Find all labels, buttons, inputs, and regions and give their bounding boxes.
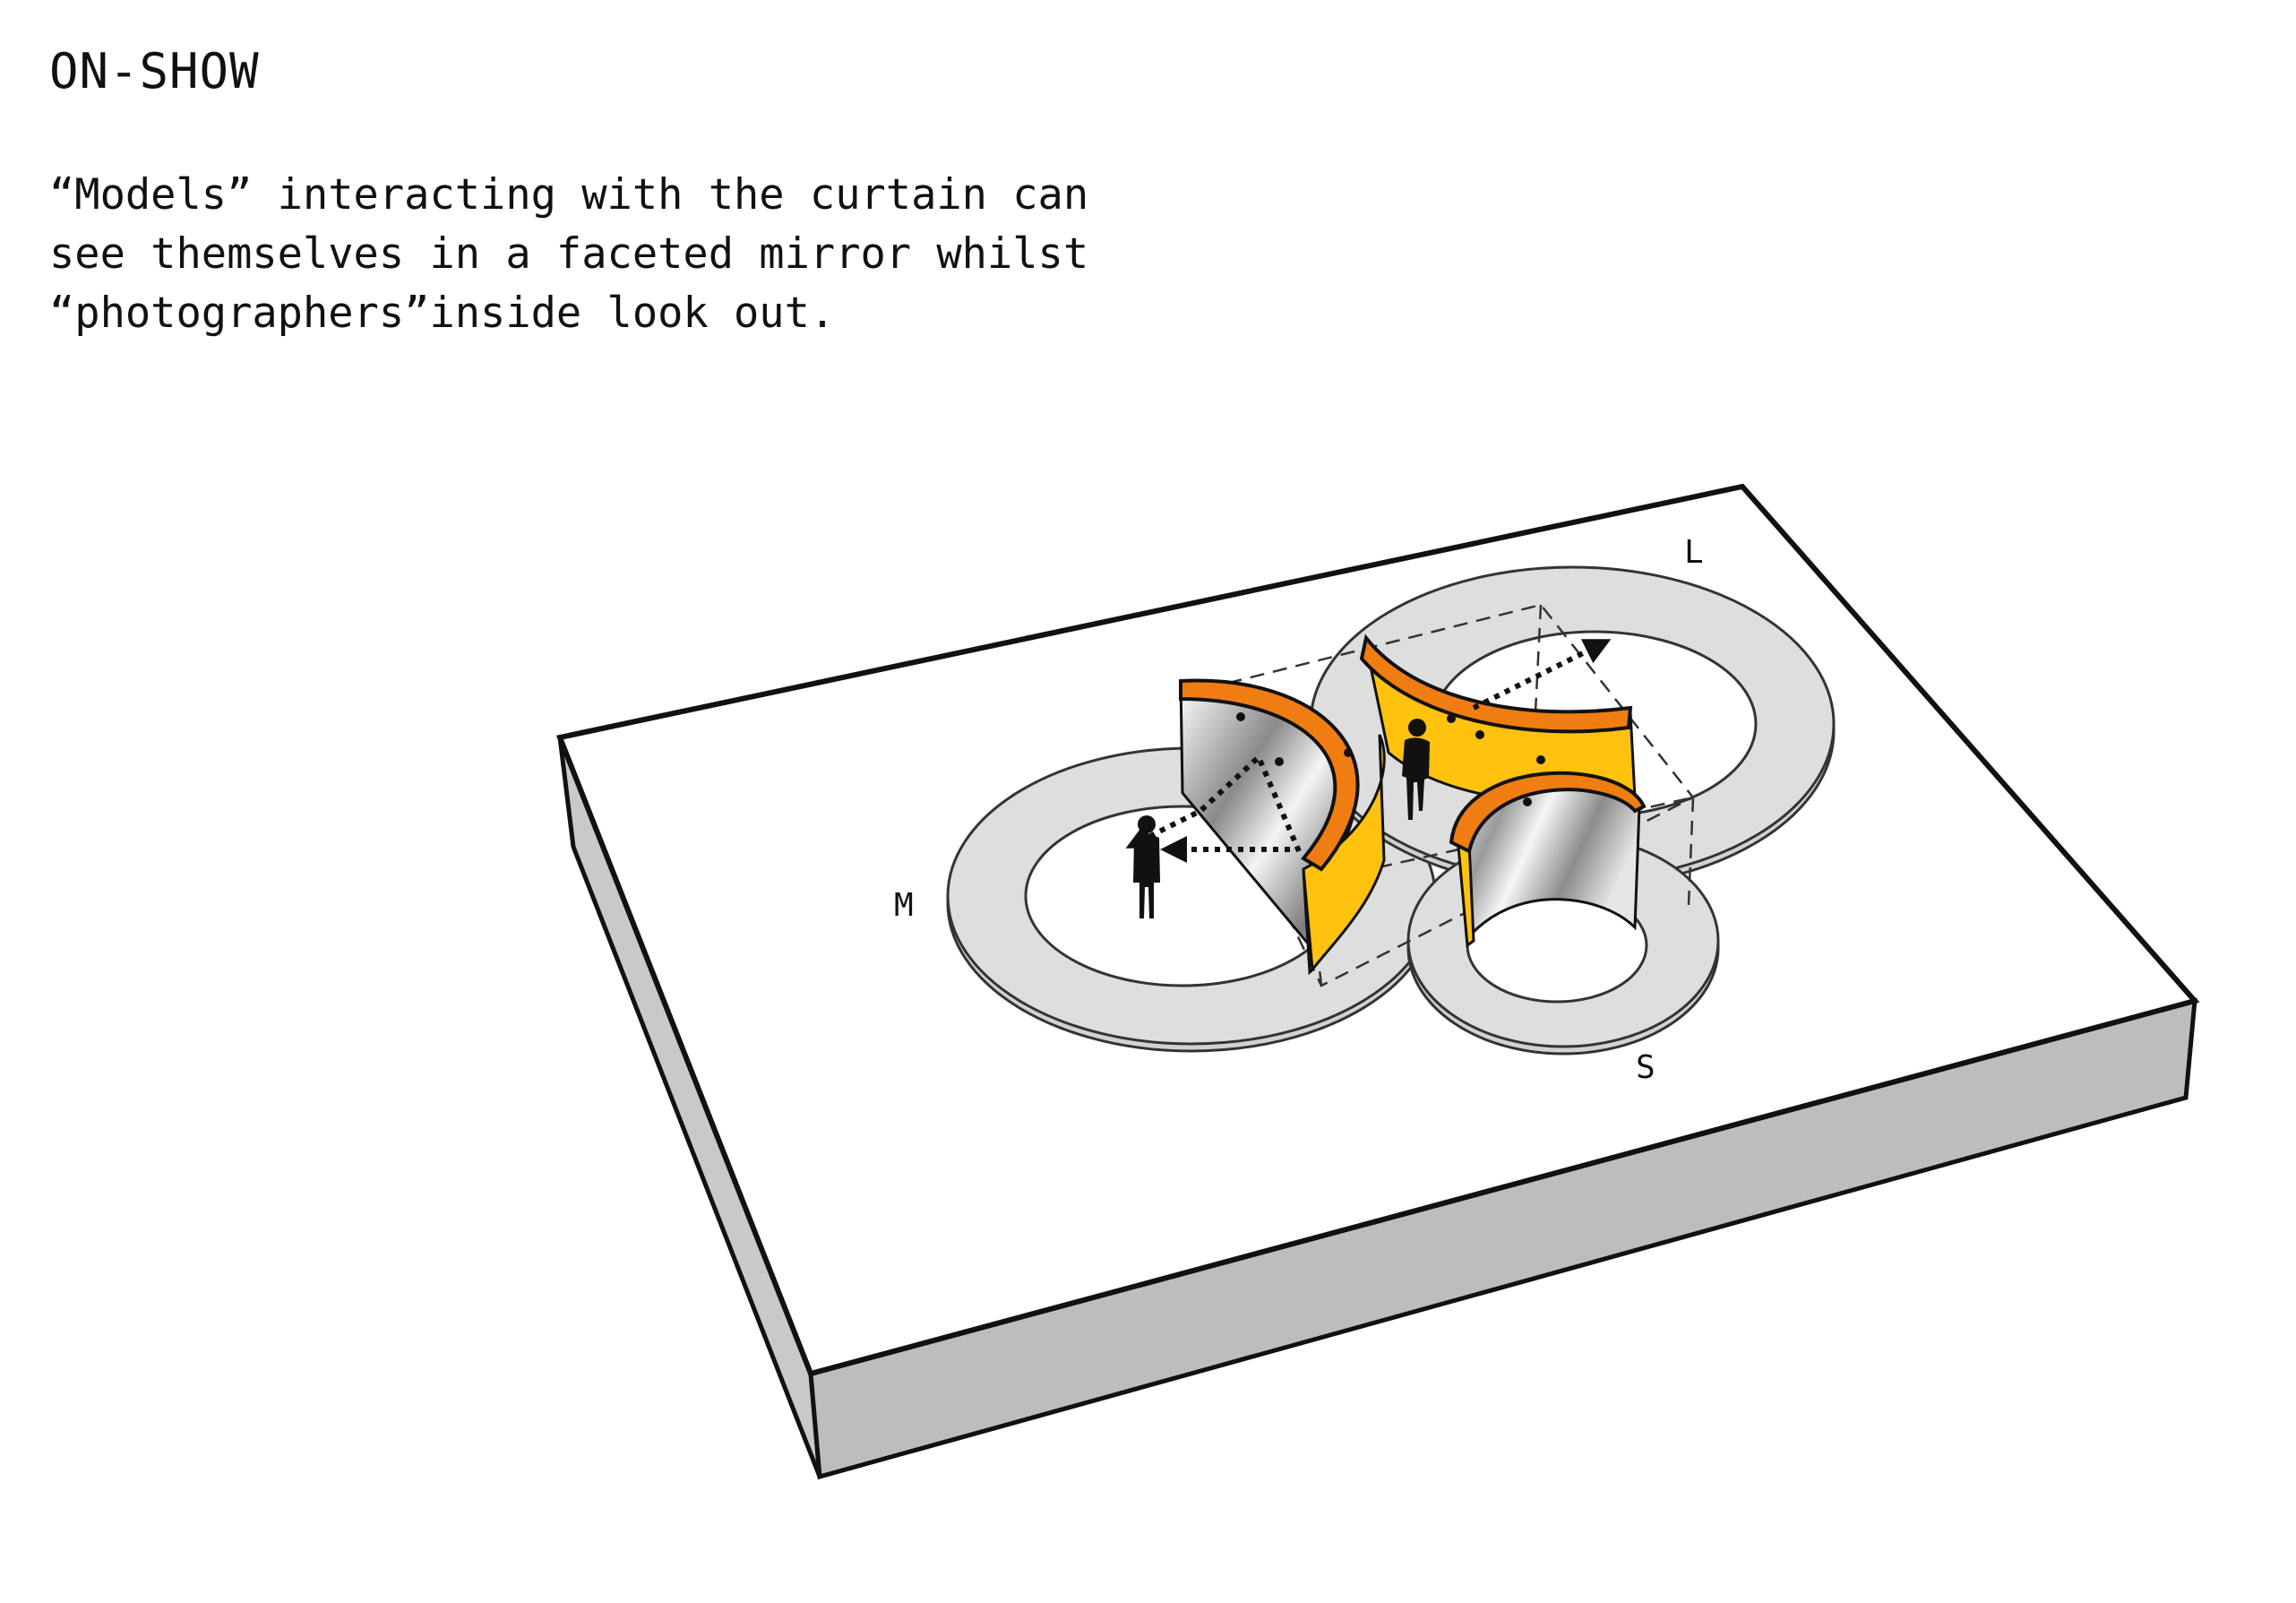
page-title: ON-SHOW	[49, 43, 260, 99]
figure-model	[1133, 815, 1160, 918]
label-small-ring: S	[1636, 1049, 1655, 1086]
curtain-medium	[1179, 678, 1386, 976]
label-medium-ring: M	[894, 887, 914, 924]
caption: “Models” interacting with the curtain ca…	[49, 166, 1088, 343]
figure-photographer	[1402, 719, 1430, 820]
curtain-large	[1359, 633, 1637, 805]
caption-line: see themselves in a faceted mirror whils…	[49, 229, 1089, 279]
caption-line: “Models” interacting with the curtain ca…	[49, 170, 1089, 220]
curtain-small	[1449, 771, 1647, 948]
caption-line: “photographers”inside look out.	[49, 289, 836, 338]
label-large-ring: L	[1684, 534, 1704, 571]
sight-lines	[1125, 639, 1612, 863]
